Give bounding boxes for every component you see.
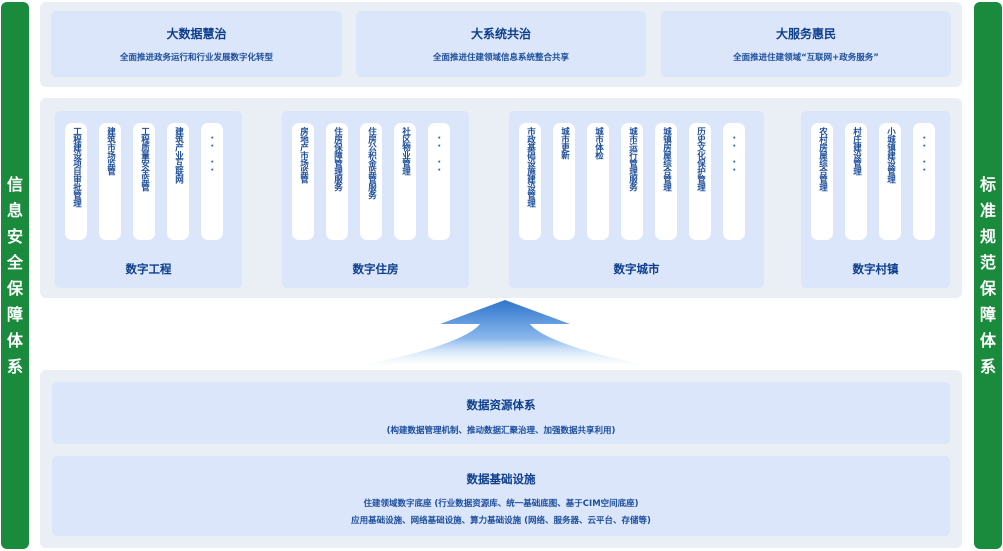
app-item: 工程建设项目审批管理	[65, 123, 87, 240]
data-resource-subtitle: (构建数据管理机制、推动数据汇聚治理、加强数据共享利用)	[386, 426, 616, 436]
data-infra-title: 数据基础设施	[466, 472, 536, 486]
applications-panel: 工程建设项目审批管理 建筑市场监管 工程质量安全监管 建筑产业互联网 ···· …	[40, 98, 962, 298]
group-title: 数字城市	[613, 262, 660, 276]
sidebar-char: 系	[979, 356, 996, 376]
sidebar-char: 标	[979, 174, 996, 194]
sidebar-char: 保	[979, 278, 996, 298]
app-item: 住房公积金监管服务	[360, 123, 382, 240]
data-infra-box: 数据基础设施 住建领域数字底座 (行业数据资源库、统一基础底图、基于CIM空间底…	[52, 456, 950, 536]
sidebar-char: 范	[979, 252, 996, 272]
goal-title: 大系统共治	[470, 27, 531, 41]
goals-panel: 大数据慧治 全面推进政务运行和行业发展数字化转型 大系统共治 全面推进住建领域信…	[40, 2, 962, 87]
goal-subtitle: 全面推进住建领域“互联网+政务服务”	[733, 53, 879, 63]
app-item: 住房保障管理服务	[326, 123, 348, 240]
data-resource-box: 数据资源体系 (构建数据管理机制、推动数据汇聚治理、加强数据共享利用)	[52, 382, 950, 444]
app-item: 建筑市场监管	[99, 123, 121, 240]
more-items-ellipsis: ····	[428, 123, 450, 240]
sidebar-char: 全	[6, 252, 23, 272]
goal-box: 大服务惠民 全面推进住建领域“互联网+政务服务”	[661, 11, 951, 77]
group-digital-city: 市政基础设施建设管理 城市更新 城市体检 城市运行管理服务 城镇房屋综合管理 历…	[509, 111, 764, 288]
sidebar-char: 保	[6, 278, 23, 298]
app-item: 社区物业管理	[394, 123, 416, 240]
more-items-ellipsis: ····	[913, 123, 935, 240]
goal-title: 大服务惠民	[775, 27, 836, 41]
standards-sidebar: 标 准 规 范 保 障 体 系	[974, 2, 1002, 549]
goal-box: 大系统共治 全面推进住建领域信息系统整合共享	[356, 11, 646, 77]
sidebar-char: 准	[979, 200, 996, 220]
group-title: 数字住房	[352, 262, 399, 276]
sidebar-char: 体	[6, 330, 23, 350]
app-item: 工程质量安全监管	[133, 123, 155, 240]
sidebar-char: 息	[6, 200, 23, 220]
data-foundation-panel: 数据资源体系 (构建数据管理机制、推动数据汇聚治理、加强数据共享利用) 数据基础…	[40, 370, 962, 548]
goal-box: 大数据慧治 全面推进政务运行和行业发展数字化转型	[51, 11, 342, 77]
goal-subtitle: 全面推进政务运行和行业发展数字化转型	[119, 53, 273, 63]
group-title: 数字村镇	[852, 262, 899, 276]
sidebar-char: 信	[6, 174, 23, 194]
sidebar-char: 安	[6, 226, 23, 246]
goal-subtitle: 全面推进住建领域信息系统整合共享	[432, 53, 569, 63]
group-digital-engineering: 工程建设项目审批管理 建筑市场监管 工程质量安全监管 建筑产业互联网 ···· …	[55, 111, 242, 288]
app-item: 房地产市场监管	[292, 123, 314, 240]
sidebar-char: 体	[979, 330, 996, 350]
upward-arrow	[330, 300, 680, 370]
data-infra-line1: 住建领域数字底座 (行业数据资源库、统一基础底图、基于CIM空间底座)	[363, 499, 639, 509]
sidebar-char: 系	[6, 356, 23, 376]
app-item: 城市体检	[587, 123, 609, 240]
data-resource-title: 数据资源体系	[466, 398, 536, 412]
data-infra-line2: 应用基础设施、网络基础设施、算力基础设施 (网络、服务器、云平台、存储等)	[351, 516, 651, 526]
sidebar-char: 规	[979, 226, 996, 246]
app-item: 小城镇建设管理	[879, 123, 901, 240]
app-item: 村庄建设管理	[845, 123, 867, 240]
sidebar-char: 障	[979, 304, 996, 324]
app-item: 市政基础设施建设管理	[519, 123, 541, 240]
goal-title: 大数据慧治	[166, 27, 227, 41]
group-digital-villages: 农村房屋综合管理 村庄建设管理 小城镇建设管理 ···· 数字村镇	[801, 111, 950, 288]
group-title: 数字工程	[125, 262, 172, 276]
app-item: 农村房屋综合管理	[811, 123, 833, 240]
app-item: 建筑产业互联网	[167, 123, 189, 240]
app-item: 城镇房屋综合管理	[655, 123, 677, 240]
more-items-ellipsis: ····	[723, 123, 745, 240]
app-item: 城市更新	[553, 123, 575, 240]
app-item: 城市运行管理服务	[621, 123, 643, 240]
group-digital-housing: 房地产市场监管 住房保障管理服务 住房公积金监管服务 社区物业管理 ···· 数…	[282, 111, 469, 288]
info-security-sidebar: 信 息 安 全 保 障 体 系	[1, 2, 29, 549]
sidebar-char: 障	[6, 304, 23, 324]
more-items-ellipsis: ····	[201, 123, 223, 240]
app-item: 历史文化保护管理	[689, 123, 711, 240]
